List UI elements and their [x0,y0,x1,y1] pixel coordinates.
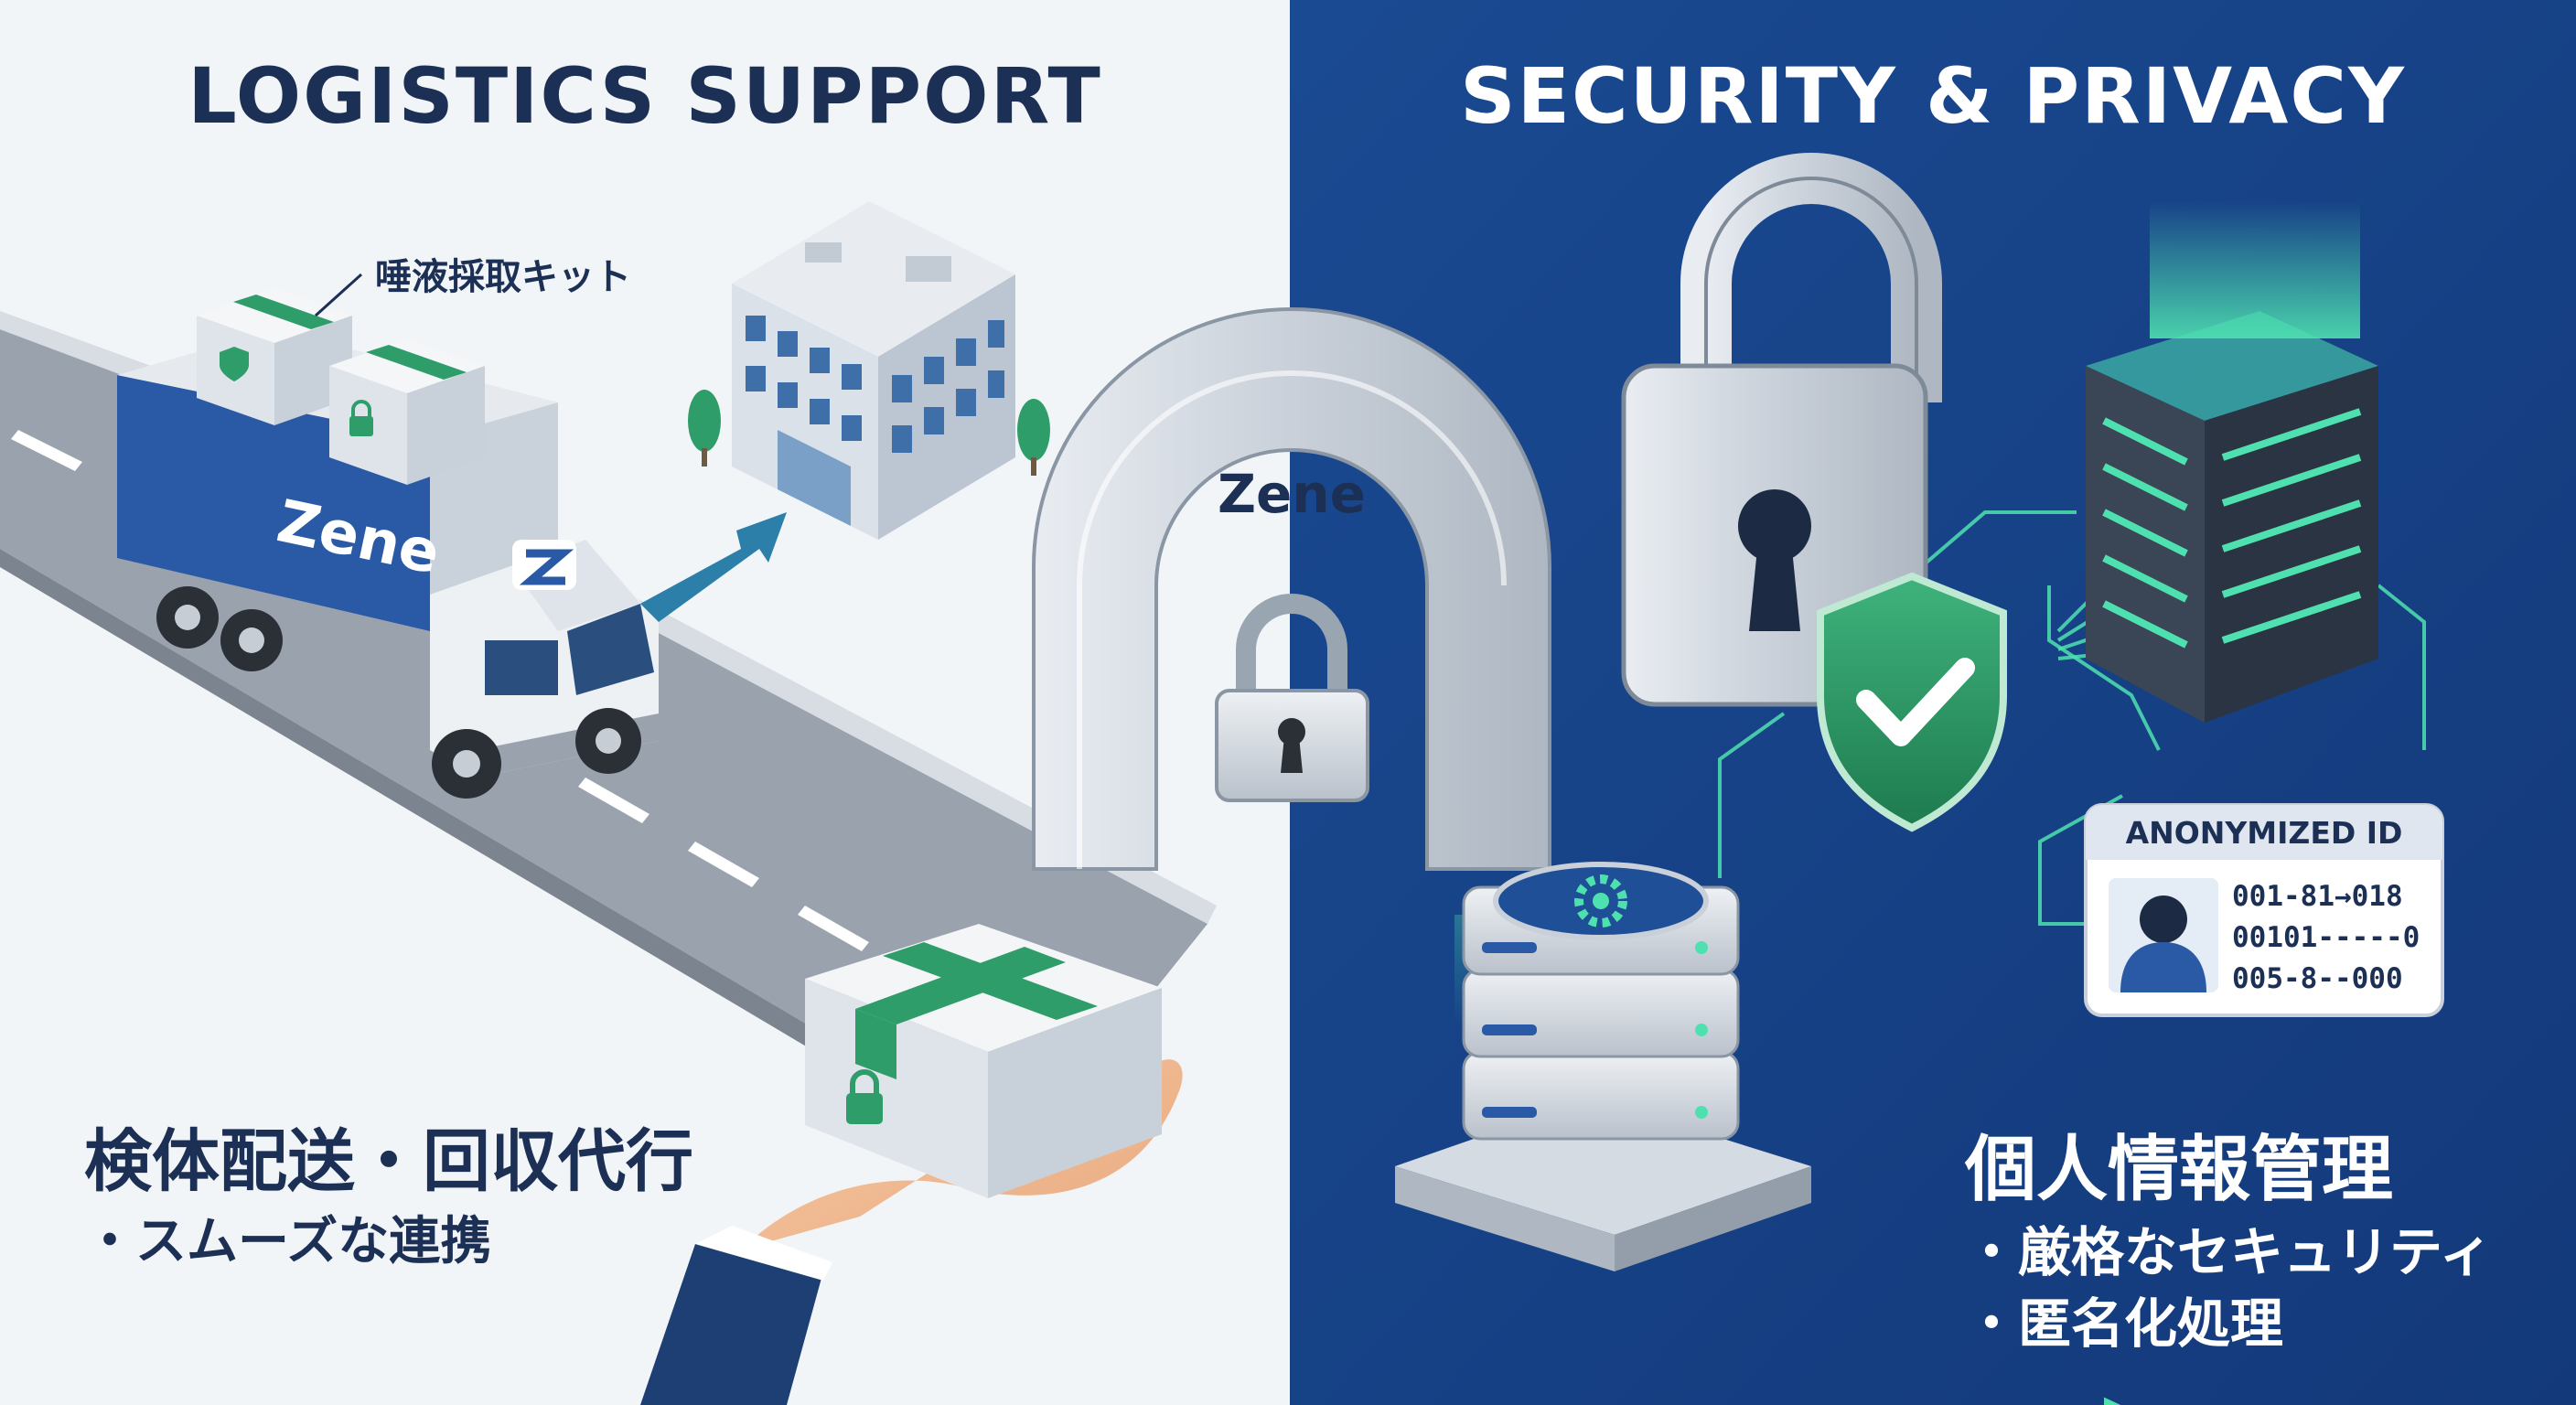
padlock-icon [1215,594,1369,802]
kit-label: 唾液採取キット [375,256,631,298]
box-icon [197,288,352,425]
right-heading: 個人情報管理 [1965,1129,2394,1211]
hand-icon [640,1059,1183,1405]
right-bullet-2: ・匿名化処理 [1965,1292,2284,1355]
id-card-icon: ANONYMIZED ID 001-81→018 00101-----0 005… [2084,803,2444,1017]
left-bullet-1: ・スムーズな連携 [84,1212,492,1271]
arrow-icon [640,512,787,622]
box-icon [805,924,1162,1198]
left-heading: 検体配送・回収代行 [84,1122,693,1201]
right-bullet-1: ・厳格なセキュリティ [1965,1221,2493,1283]
id-card-line-1: 001-81→018 [2232,880,2403,913]
kit-label-leader [314,273,363,317]
server-tower-icon [2086,201,2378,1405]
gate-brand: Zene [1218,463,1366,525]
box-icon [329,338,485,485]
kit-boxes [197,273,485,485]
id-card-line-3: 005-8--000 [2232,962,2403,995]
id-card-title: ANONYMIZED ID [2126,815,2403,851]
server-stack-icon [1395,862,1811,1271]
building-icon [688,201,1050,540]
right-panel-title: SECURITY & PRIVACY [1460,51,2406,141]
id-card-line-2: 00101-----0 [2232,921,2420,954]
gate-arch-icon: Zene [1032,307,1551,871]
shield-check-icon [1817,572,2007,832]
left-panel-title: LOGISTICS SUPPORT [188,51,1102,141]
